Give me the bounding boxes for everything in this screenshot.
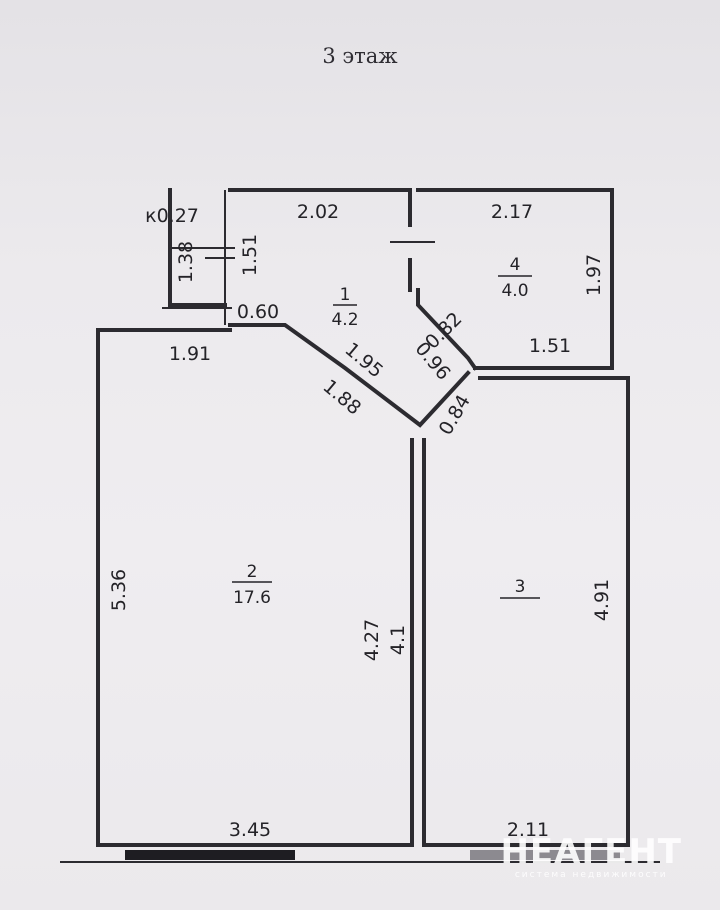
wall-right-room (422, 376, 630, 847)
dim-1-88: 1.88 (319, 375, 366, 419)
room-2-number: 2 (247, 562, 258, 582)
dim-1-91: 1.91 (169, 343, 211, 365)
dim-1-97: 1.97 (583, 254, 605, 296)
watermark: НЕАГЕНТ система недвижимости (500, 832, 682, 880)
dim-5-36: 5.36 (108, 569, 130, 611)
room-1-number: 1 (340, 285, 351, 305)
window-bottom (60, 850, 660, 863)
watermark-logo: НЕАГЕНТ (500, 832, 682, 872)
dim-2-11: 2.11 (507, 819, 549, 841)
floor-title: 3 этаж (322, 44, 398, 68)
dim-0-96: 0.96 (411, 338, 455, 385)
dim-2-17: 2.17 (491, 201, 533, 223)
wall-notch-left (162, 190, 232, 325)
dim-2-02: 2.02 (297, 201, 339, 223)
dim-1-38: 1.38 (175, 241, 197, 283)
dim-1-51-horizontal: 1.51 (529, 335, 571, 357)
dim-0-84: 0.84 (435, 391, 475, 439)
dim-4-91: 4.91 (591, 579, 613, 621)
wall-left-room (96, 328, 414, 847)
dim-4-27: 4.27 (361, 619, 383, 661)
wall-partition-2-3 (410, 438, 426, 847)
room-4-label: 4 4.0 (498, 255, 532, 301)
room-4-area: 4.0 (501, 281, 528, 301)
dim-1-95: 1.95 (341, 338, 388, 382)
room-2-area: 17.6 (233, 588, 271, 608)
wall-bath-diagonal (416, 288, 478, 371)
room-1-label: 1 4.2 (331, 285, 358, 330)
wall-corridor-diagonal (228, 323, 471, 428)
watermark-tagline: система недвижимости (514, 870, 668, 880)
room-4-number: 4 (510, 255, 521, 275)
door-tick-1 (170, 241, 435, 259)
walls (96, 188, 630, 847)
dimension-labels: 2.02 2.17 к0.27 1.38 1.51 1.97 0.60 0.82… (108, 201, 613, 841)
dim-0-27: к0.27 (145, 205, 199, 227)
dim-0-60: 0.60 (237, 301, 279, 323)
dim-4-1: 4.1 (387, 625, 409, 655)
room-2-label: 2 17.6 (232, 562, 272, 608)
room-3-label: 3 (500, 577, 540, 599)
wall-top-right (416, 188, 614, 370)
room-1-area: 4.2 (331, 310, 358, 330)
dim-3-45: 3.45 (229, 819, 271, 841)
dim-1-51-vertical: 1.51 (239, 234, 261, 276)
room-3-number: 3 (515, 577, 526, 597)
